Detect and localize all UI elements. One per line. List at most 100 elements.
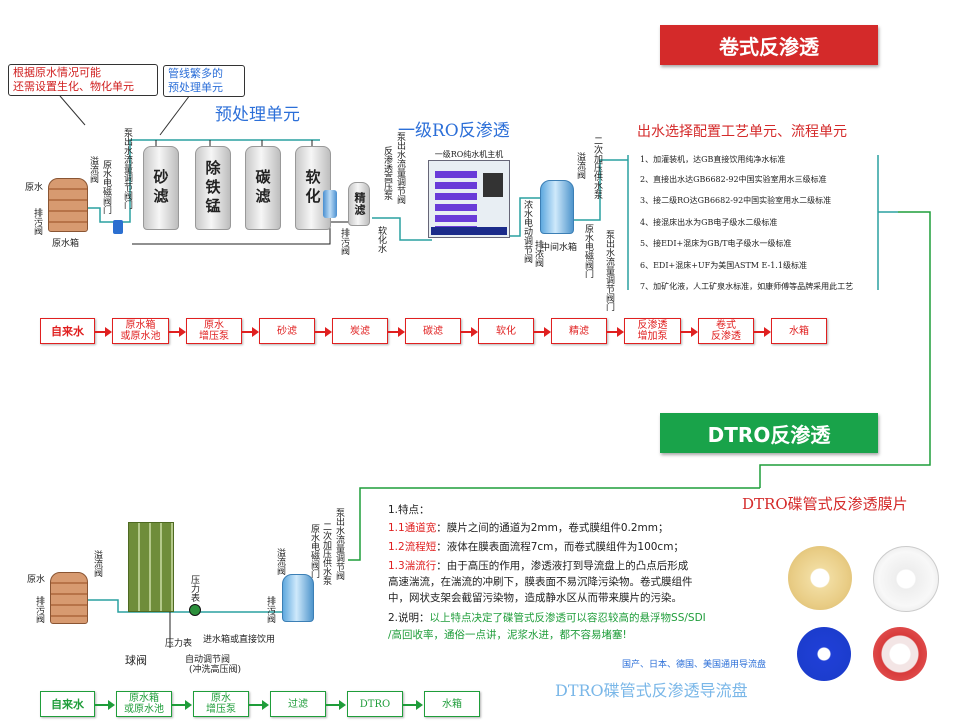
bottom-water-tank — [282, 574, 314, 622]
ro-host-machine: 一级RO纯水机主机 — [428, 150, 510, 238]
top-flow-step-9: 反渗透 增加泵 — [624, 318, 681, 344]
top-flow-step-5: 炭滤 — [332, 318, 388, 344]
label-overflow2: 溢流阀 — [575, 152, 585, 179]
arrow — [754, 327, 771, 337]
option-3: 3、接二级RO达GB6682-92中国实验室用水二级标准 — [640, 196, 832, 205]
label-ball-valve: 球阀 — [125, 654, 147, 667]
arrow — [461, 327, 478, 337]
arrow — [534, 327, 551, 337]
tank-iron-manganese: 除铁锰 — [195, 146, 231, 230]
label-raw-water: 原水 — [25, 183, 44, 193]
label-ro-flow: 泵出水流量调节阀 — [395, 132, 405, 204]
label-mid-valve: 排浓阀 — [533, 240, 543, 267]
bottom-flow-step-2: 原水箱 或原水池 — [116, 691, 172, 717]
banner-spiral-ro: 卷式反渗透 — [660, 25, 878, 65]
callout-raw-water: 根据原水情况可能 还需设置生化、物化单元 — [8, 64, 158, 96]
heading-output-select: 出水选择配置工艺单元、流程单元 — [637, 124, 847, 140]
top-flow-step-8: 精滤 — [551, 318, 607, 344]
top-flow-step-6: 碳滤 — [405, 318, 461, 344]
label-bottom-pump-flow: 泵出水流量调节阀 — [334, 508, 344, 580]
option-5: 5、接EDI+混床为GB/T电子级水一级标准 — [640, 239, 792, 248]
top-flow-step-7: 软化 — [478, 318, 534, 344]
membrane-disc-white — [873, 546, 939, 612]
label-second-pump: 二次加压供水泵 — [592, 136, 602, 199]
dtro-membrane-columns — [128, 522, 174, 612]
arrow — [388, 327, 405, 337]
label-mid-tank: 中间水箱 — [541, 243, 578, 253]
label-drain2: 排污阀 — [339, 228, 349, 255]
heading-pretreatment: 预处理单元 — [215, 105, 300, 125]
label-pump-flow: 泵出水流量调节阀门 — [122, 128, 132, 209]
label-soft-water: 软化水 — [376, 226, 386, 253]
option-6: 6、EDI+混床+UF为美国ASTM E-1.1级标准 — [640, 261, 807, 270]
arrow — [95, 700, 115, 710]
arrow — [242, 327, 259, 337]
note-line1: 2.说明：以上特点决定了碟管式反渗透可以容忍较高的悬浮物SS/SDI — [388, 612, 706, 624]
arrow — [681, 327, 698, 337]
top-flow-step-10: 卷式 反渗透 — [698, 318, 754, 344]
arrow — [326, 700, 346, 710]
guide-disc-red — [873, 627, 927, 681]
raw-water-tank — [48, 178, 88, 232]
label-bottom-overflow: 溢流阀 — [92, 550, 102, 577]
tank-sand-filter: 砂滤 — [143, 146, 179, 230]
label-bottom-solenoid: 原水电磁阀门 — [309, 524, 319, 578]
arrow — [95, 327, 112, 337]
bottom-flow-step-6: 水箱 — [424, 691, 480, 717]
bottom-flow-step-1: 自来水 — [40, 691, 95, 717]
top-flow-step-4: 砂滤 — [259, 318, 315, 344]
arrow — [403, 700, 423, 710]
label-pump-flow2: 泵出水流量调节阀门 — [604, 230, 614, 311]
option-4: 4、接混床出水为GB电子级水二级标准 — [640, 218, 778, 227]
arrow — [249, 700, 269, 710]
label-bottom-overflow2: 溢流阀 — [275, 548, 285, 575]
bottom-flow-step-5: DTRO — [347, 691, 403, 717]
arrow — [315, 327, 332, 337]
fine-filter: 精滤 — [348, 182, 370, 226]
pressure-gauge-icon — [189, 604, 201, 616]
label-ro-pump: 反渗透高压泵 — [382, 146, 392, 200]
bottom-raw-tank — [50, 572, 88, 624]
label-bottom-drain: 排污阀 — [34, 596, 44, 623]
tank-carbon-filter: 碳滤 — [245, 146, 281, 230]
top-flow-step-1: 自来水 — [40, 318, 95, 344]
label-bottom-raw: 原水 — [27, 575, 46, 585]
option-2: 2、直接出水达GB6682-92中国实验室用水三级标准 — [640, 175, 827, 184]
features-title: 1.特点： — [388, 504, 430, 516]
label-bottom-second-pump: 二次加压供水泵 — [321, 522, 331, 585]
arrow — [607, 327, 624, 337]
option-1: 1、加灌装机，达GB直接饮用纯净水标准 — [640, 155, 786, 164]
note-line2: /高回收率，通俗一点讲，泥浆水进，都不容易堵塞! — [388, 629, 627, 641]
membrane-disc-yellow — [788, 546, 852, 610]
top-flow-step-3: 原水 增压泵 — [186, 318, 242, 344]
feature-3-line2: 高速湍流，在湍流的冲刷下，膜表面不易沉降污染物。卷式膜组件 — [388, 576, 693, 588]
feature-2: 1.2流程短：液体在膜表面流程7cm，而卷式膜组件为100cm； — [388, 541, 684, 553]
label-concentrate-valve: 浓水电动调节阀 — [522, 200, 532, 263]
guide-disc-blue — [797, 627, 851, 681]
top-flow-step-11: 水箱 — [771, 318, 827, 344]
label-auto-valve: 自动调节阀 — [185, 655, 231, 665]
heading-ro1: 一级RO反渗透 — [398, 121, 510, 141]
label-pressure-gauge2: 压力表 — [165, 639, 193, 649]
label-bottom-drain2: 排污阀 — [265, 596, 275, 623]
callout-pipeline: 管线繁多的 预处理单元 — [163, 65, 245, 97]
feature-3-line3: 中，网状支架会截留污染物，造成静水区从而带来膜片的污染。 — [388, 592, 682, 604]
heading-dtro-membrane: DTRO碟管式反渗透膜片 — [742, 495, 908, 513]
label-pressure-gauge: 压力表 — [189, 575, 199, 602]
label-solenoid: 原水电磁阀门 — [101, 160, 111, 214]
bottom-flow-step-3: 原水 增压泵 — [193, 691, 249, 717]
feature-1: 1.1通道宽：膜片之间的通道为2mm，卷式膜组件0.2mm； — [388, 522, 669, 534]
guide-caption: 国产、日本、德国、美国通用导流盘 — [622, 660, 767, 670]
heading-dtro-guide: DTRO碟管式反渗透导流盘 — [555, 681, 748, 700]
banner-dtro: DTRO反渗透 — [660, 413, 878, 453]
label-drain1: 排污阀 — [32, 208, 42, 235]
label-raw-tank: 原水箱 — [52, 239, 80, 249]
label-feed-note: 进水箱或直接饮用 — [203, 635, 276, 645]
bottom-flow-step-4: 过滤 — [270, 691, 326, 717]
pump-icon — [113, 220, 123, 234]
feature-3: 1.3湍流行：由于高压的作用，渗透液打到导流盘上的凸点后形成 — [388, 560, 689, 572]
arrow — [172, 700, 192, 710]
mid-water-tank — [540, 180, 574, 234]
arrow — [169, 327, 186, 337]
